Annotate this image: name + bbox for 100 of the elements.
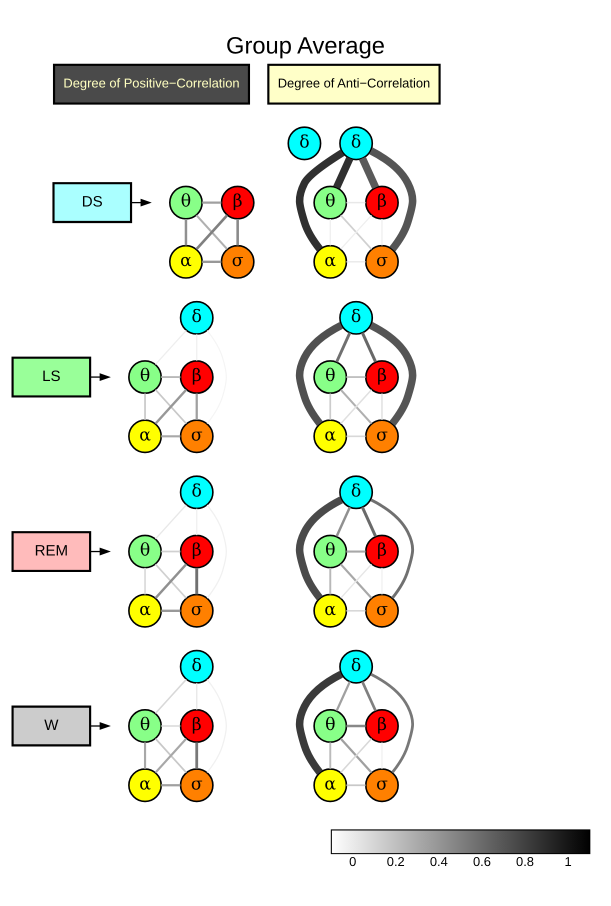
node-circle: β [365,360,399,394]
connector [202,260,222,264]
node-circle: σ [365,768,399,802]
node-circle: σ [180,768,214,802]
node-circle: δ [339,126,374,160]
connector [370,498,414,599]
connector [206,504,227,598]
node-circle: θ [313,534,348,568]
connector [346,436,366,438]
connector [361,332,377,363]
label: 0.4 [430,854,448,870]
connector [346,724,366,728]
connector [206,679,227,773]
connector [358,156,380,189]
label: 0.8 [516,854,534,870]
node-circle: θ [128,709,162,743]
node-circle: θ [313,709,348,743]
connector [369,322,416,426]
connector [370,673,414,774]
node-circle: β [365,534,399,568]
connector [296,150,344,252]
node-circle: θ [128,360,162,394]
node-circle: θ [313,186,348,220]
label: 1 [564,854,572,870]
connector [195,742,198,769]
node-circle: δ [339,650,374,684]
node-circle: θ [128,534,162,568]
node-circle: α [313,768,348,802]
connector [346,550,366,553]
node-circle: δ [180,475,214,510]
connector [329,742,332,769]
connector [369,148,416,252]
connector [296,322,343,426]
node-circle: β [180,360,214,394]
node-circle: β [365,186,399,220]
node-circle: δ [339,300,374,335]
node-circle: δ [180,650,214,684]
connector [346,610,366,612]
node-circle: α [313,244,348,279]
label: 0 [349,854,356,870]
arrow [90,722,111,730]
connector [336,681,351,712]
node-box: REM [12,531,92,572]
node-circle: α [128,594,162,628]
connector [333,156,354,189]
node-circle: θ [169,186,203,220]
connector [161,610,180,612]
connector [206,330,227,424]
node-box: Degree of Anti−Correlation [267,64,441,105]
node-circle: β [180,534,214,568]
connector [296,670,343,775]
node-circle: β [365,709,399,743]
connector [202,201,222,204]
arrow [90,548,111,556]
node-circle: δ [180,300,214,335]
connector [161,376,180,378]
connector [161,435,180,438]
connector [161,550,180,552]
arrow [131,198,152,207]
connector [155,330,187,365]
node-circle: α [313,419,348,454]
node-circle: δ [339,475,374,510]
connector [154,504,187,540]
node-circle: β [220,186,255,220]
connector [144,568,146,594]
node-circle: δ [287,126,322,160]
node-box: W [12,706,92,746]
connector [161,725,180,727]
node-circle: β [180,709,214,743]
node-circle: α [128,768,162,802]
connector [161,784,180,786]
node-box: LS [12,356,92,398]
connector [144,393,146,420]
connector [195,568,198,594]
connector [335,332,352,363]
connector [184,218,188,246]
connector [346,784,366,786]
node-box: DS [52,182,132,224]
connector [296,496,343,600]
node-circle: α [169,244,203,279]
connector [236,218,239,246]
connector [329,393,332,420]
node-circle: σ [365,594,399,628]
connector [329,568,332,594]
node-circle: σ [220,244,255,279]
arrow [90,373,111,381]
node-circle: σ [365,419,399,454]
connector [144,742,146,769]
node-circle: α [313,594,348,628]
connector [361,681,377,712]
connector [336,506,351,537]
connector [196,393,198,420]
connector [346,376,366,378]
label: 0.6 [472,854,491,870]
node-circle: σ [365,244,399,279]
connector [361,506,377,537]
label: 0.2 [386,854,405,870]
node-circle: σ [180,419,214,454]
diagram-title: Group Average [226,34,385,60]
node-circle: σ [180,594,214,628]
